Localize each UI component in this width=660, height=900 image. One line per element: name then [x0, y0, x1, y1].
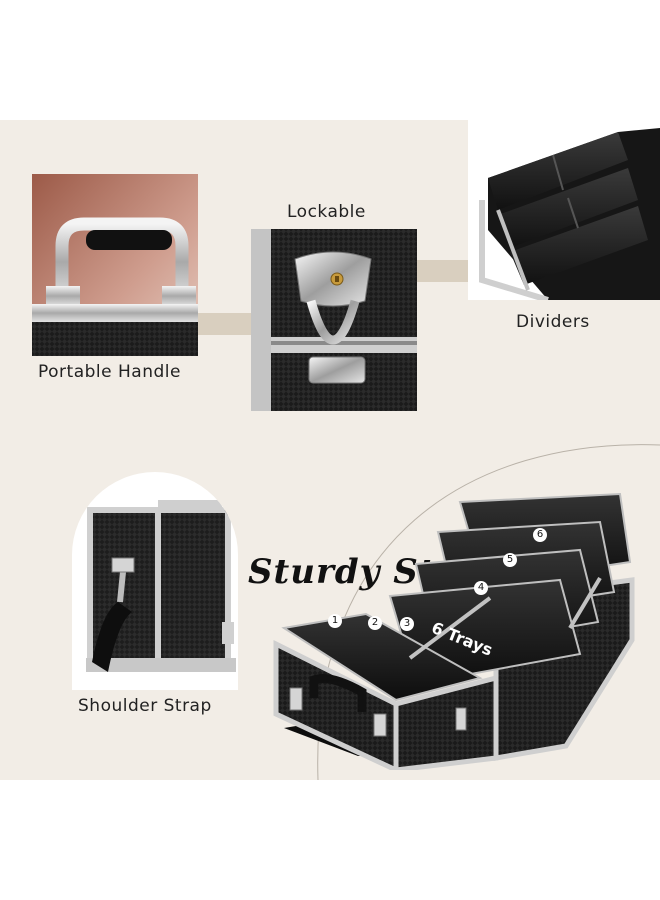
label-lockable: Lockable — [287, 202, 366, 222]
connector-bar — [198, 313, 252, 335]
dividers-photo — [468, 120, 660, 300]
tray-number-badge: 1 — [328, 614, 342, 628]
label-shoulder-strap: Shoulder Strap — [78, 696, 212, 716]
strap-photo — [72, 472, 238, 690]
tray-number-badge: 4 — [474, 581, 488, 595]
lock-photo — [251, 229, 417, 411]
background-panel: Portable Handle Lockable — [0, 120, 660, 780]
tray-number-badge: 6 — [533, 528, 547, 542]
label-portable-handle: Portable Handle — [38, 362, 181, 382]
tray-number-badge: 3 — [400, 617, 414, 631]
label-dividers: Dividers — [516, 312, 590, 332]
connector-bar — [416, 260, 468, 282]
tray-number-badge: 2 — [368, 616, 382, 630]
tray-number-badge: 5 — [503, 553, 517, 567]
handle-photo — [32, 174, 198, 356]
